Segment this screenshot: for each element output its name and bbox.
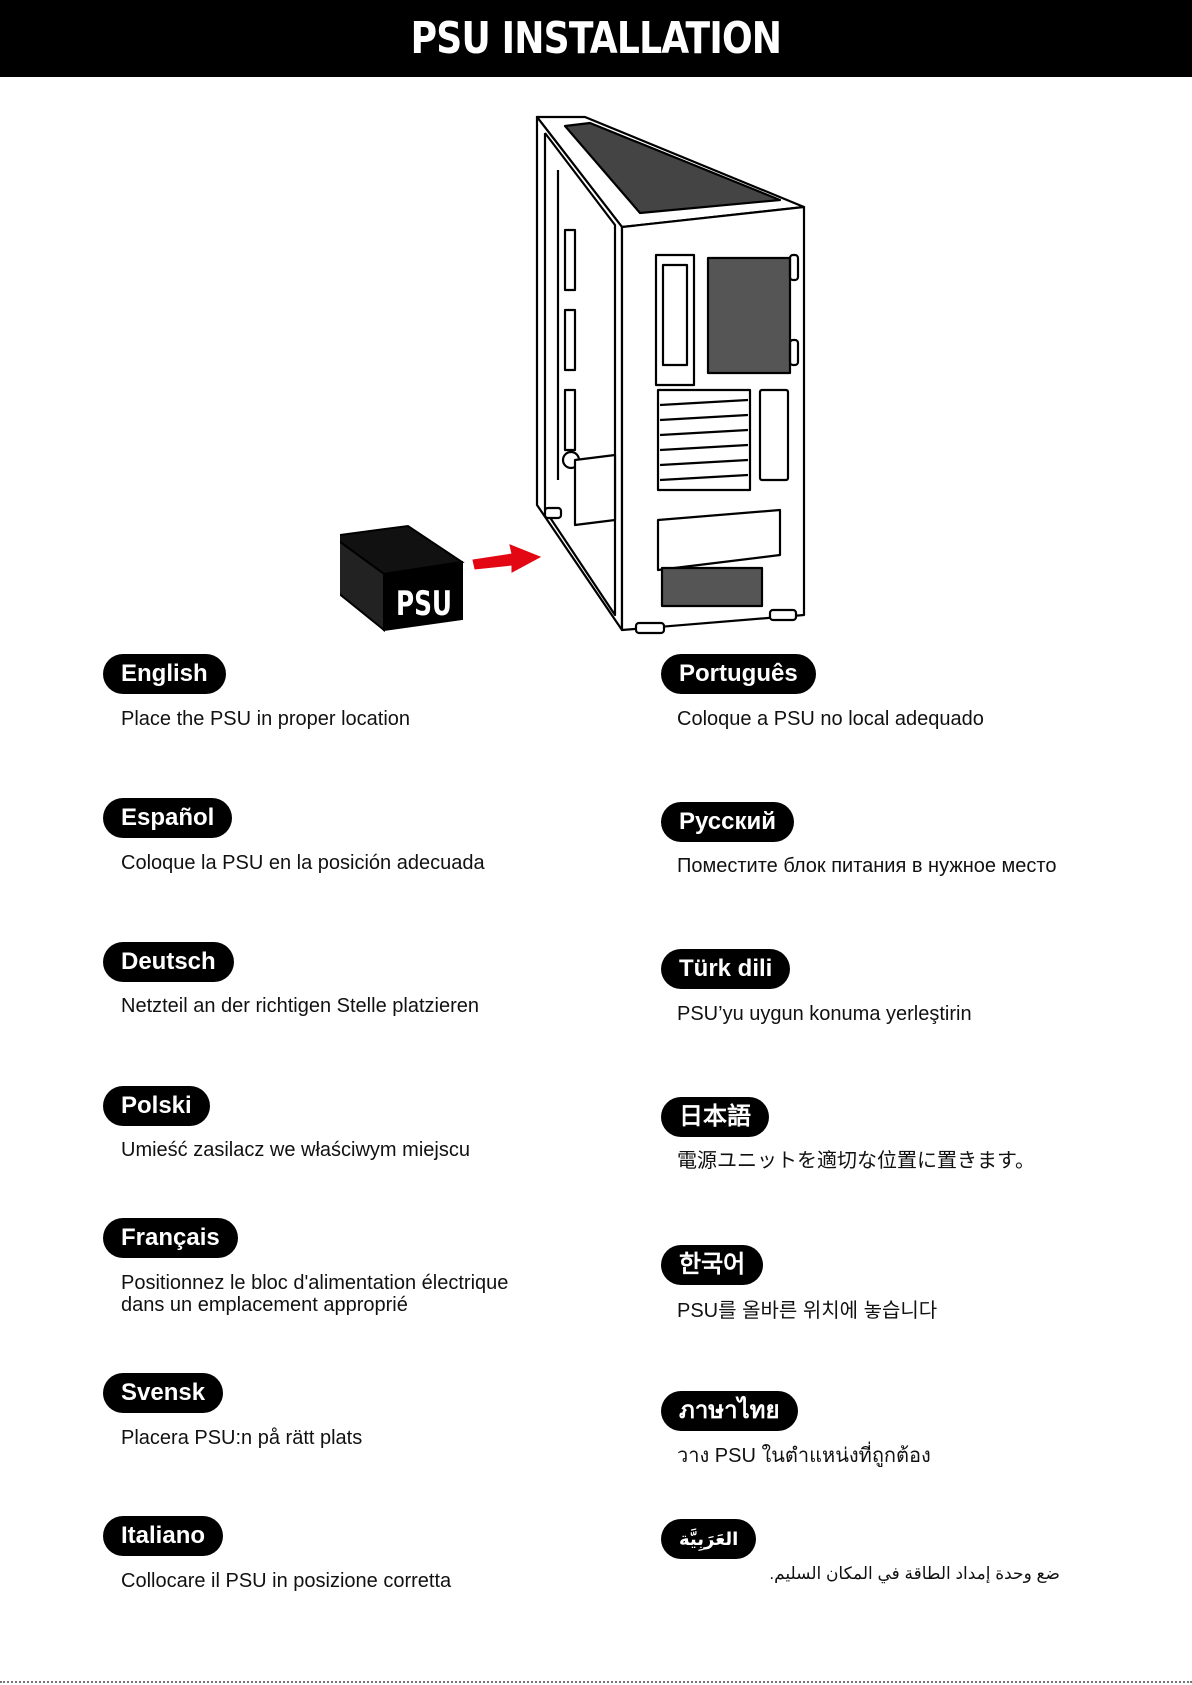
instruction-english: Place the PSU in proper location	[121, 708, 411, 730]
lang-tag-turkish: Türk dili	[661, 949, 791, 989]
psu-box: PSU	[340, 524, 465, 633]
instruction-polski: Umieść zasilacz we właściwym miejscu	[121, 1139, 470, 1161]
page-header: PSU INSTALLATION	[0, 0, 1192, 77]
psu-mesh	[660, 566, 764, 608]
lang-tag-espanol: Español	[103, 798, 233, 838]
page-title: PSU INSTALLATION	[410, 13, 782, 64]
lang-tag-arabic: العَرَبِيَّة	[661, 1519, 757, 1559]
expansion-slots	[656, 388, 752, 492]
instruction-italiano: Collocare il PSU in posizione corretta	[121, 1570, 452, 1592]
instruction-korean: PSU를 올바른 위치에 놓습니다	[677, 1300, 938, 1322]
instruction-svensk: Placera PSU:n på rätt plats	[121, 1427, 363, 1449]
instruction-deutsch: Netzteil an der richtigen Stelle platzie…	[121, 995, 479, 1017]
instruction-francais: Positionnez le bloc d'alimentation élect…	[121, 1272, 509, 1316]
bottom-divider	[0, 1681, 1192, 1683]
instruction-arabic: ضع وحدة إمداد الطاقة في المكان السليم.	[769, 1564, 1060, 1583]
lang-tag-japanese: 日本語	[661, 1097, 769, 1137]
instruction-portugues: Coloque a PSU no local adequado	[677, 708, 984, 730]
lang-tag-russian: Русский	[661, 802, 794, 842]
lang-tag-italiano: Italiano	[103, 1516, 224, 1556]
front-fan-mesh	[706, 256, 792, 375]
top-mesh	[563, 121, 782, 215]
instruction-turkish: PSU’yu uygun konuma yerleştirin	[677, 1003, 972, 1025]
case-illustration: PSU	[340, 115, 806, 635]
lang-tag-portugues: Português	[661, 654, 816, 694]
lang-tag-deutsch: Deutsch	[103, 942, 234, 982]
lang-tag-svensk: Svensk	[103, 1373, 224, 1413]
psu-bay	[656, 508, 782, 572]
instruction-japanese: 電源ユニットを適切な位置に置きます。	[677, 1150, 1035, 1172]
lang-tag-english: English	[103, 654, 226, 694]
lang-tag-thai: ภาษาไทย	[661, 1391, 798, 1431]
insert-arrow	[472, 544, 542, 573]
psu-box-label: PSU	[396, 584, 452, 624]
lang-tag-korean: 한국어	[661, 1245, 764, 1285]
instruction-thai: วาง PSU ในตำแหน่งที่ถูกต้อง	[677, 1445, 931, 1467]
instruction-russian: Поместите блок питания в нужное место	[677, 855, 1057, 877]
lang-tag-francais: Français	[103, 1218, 238, 1258]
lang-tag-polski: Polski	[103, 1086, 210, 1126]
instruction-espanol: Coloque la PSU en la posición adecuada	[121, 852, 485, 874]
